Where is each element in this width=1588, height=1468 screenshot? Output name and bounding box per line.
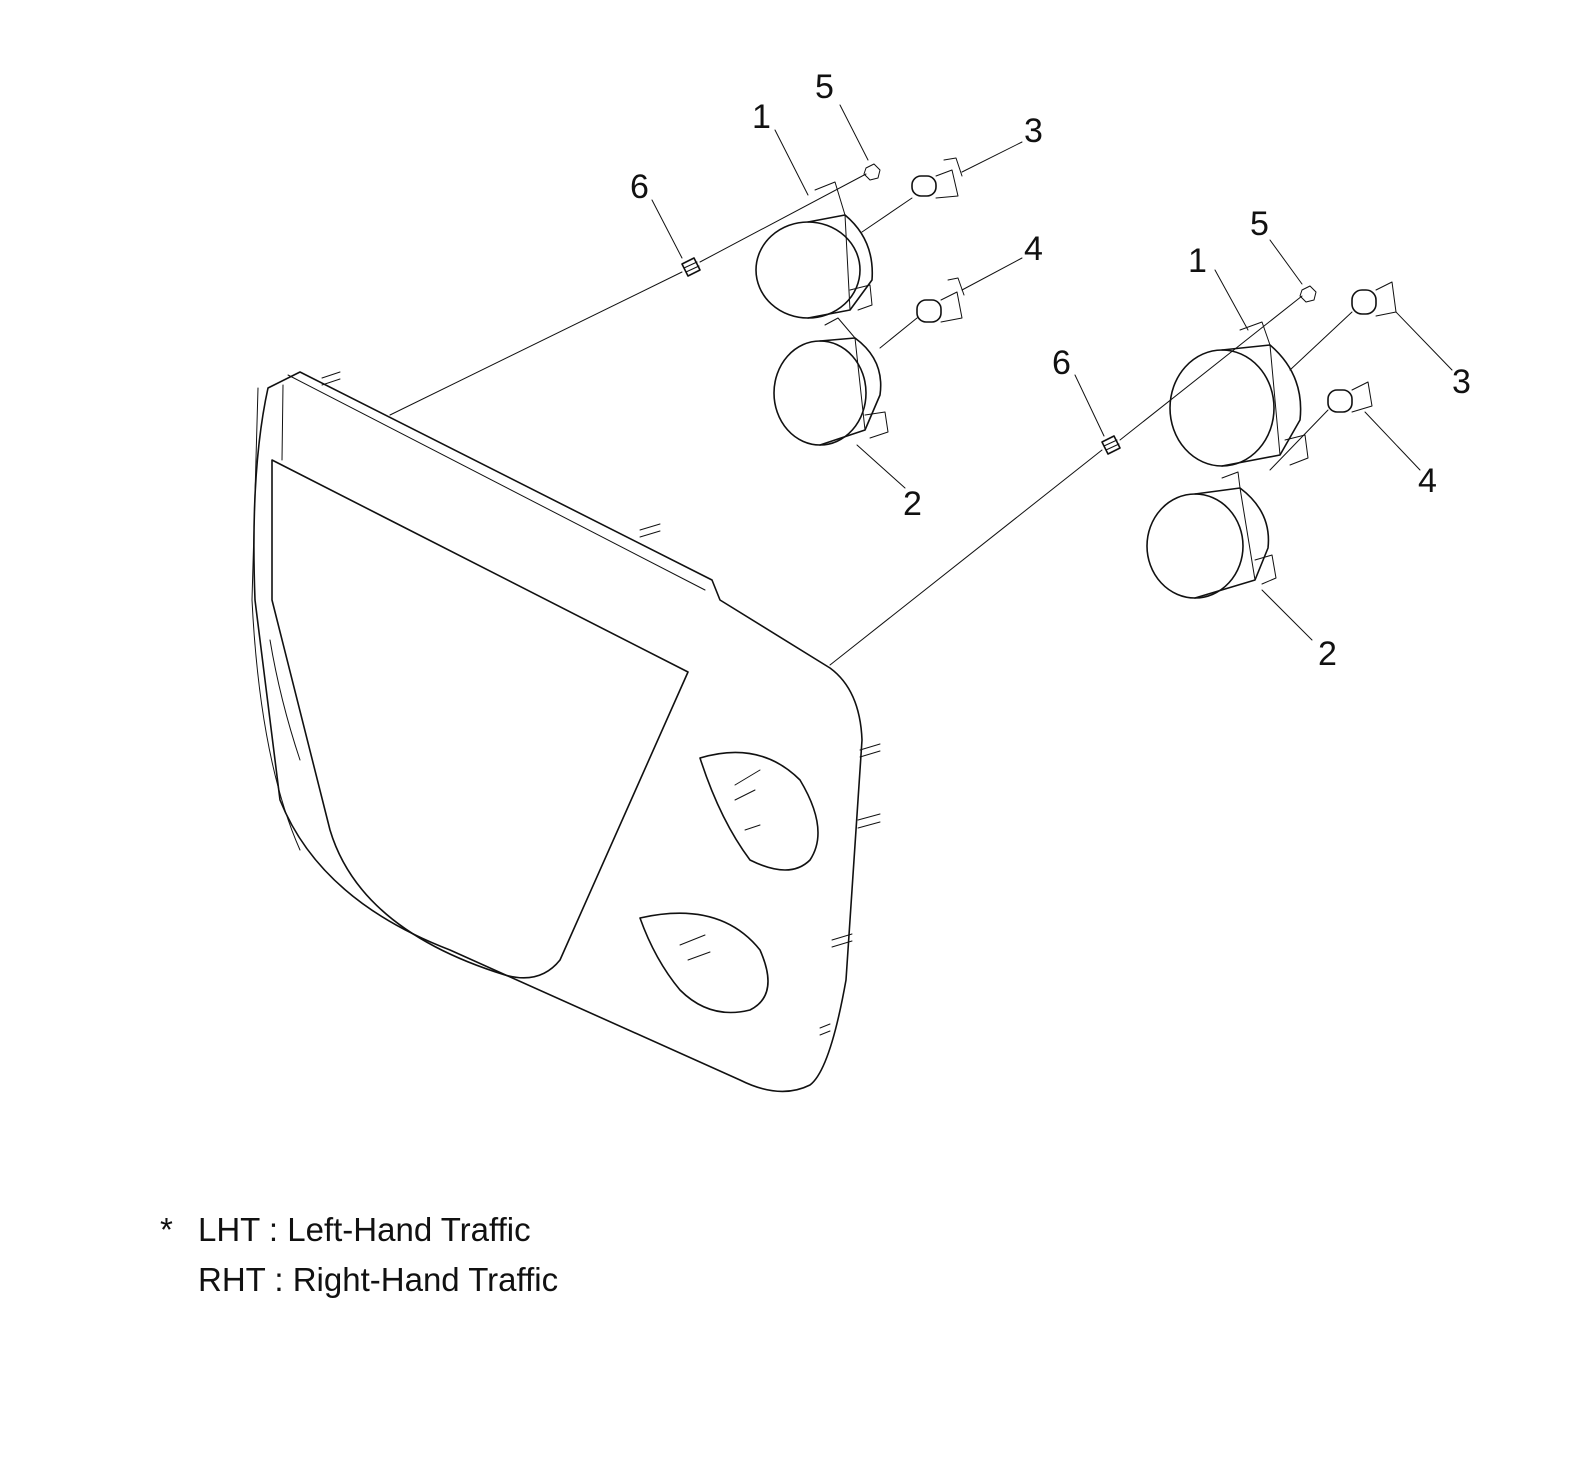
nut-5-left xyxy=(863,163,881,181)
callout-4-left: 4 xyxy=(1024,230,1043,268)
callout-2-left: 2 xyxy=(903,485,922,523)
lamp-unit-2-left xyxy=(773,317,889,446)
lamp-unit-2-right xyxy=(1146,471,1277,599)
callout-4-right: 4 xyxy=(1418,462,1437,500)
callout-3-left: 3 xyxy=(1024,112,1043,150)
traffic-legend: * LHT : Left-Hand Traffic RHT : Right-Han… xyxy=(160,1205,558,1305)
headlamp-housing xyxy=(251,371,881,1093)
bulb-4-right xyxy=(1327,381,1373,413)
callout-3-right: 3 xyxy=(1452,363,1471,401)
leader-lines-left xyxy=(389,104,1023,489)
legend-lht: LHT : Left-Hand Traffic xyxy=(198,1211,531,1248)
callouts-right: 5 1 6 3 4 2 xyxy=(1052,205,1471,673)
callout-1-right: 1 xyxy=(1188,242,1207,280)
legend-row-lht: * LHT : Left-Hand Traffic xyxy=(160,1205,558,1255)
callout-5-right: 5 xyxy=(1250,205,1269,243)
lamp-unit-1-right xyxy=(1169,321,1309,467)
legend-row-rht: RHT : Right-Hand Traffic xyxy=(160,1255,558,1305)
lamp-unit-1-left xyxy=(755,181,874,319)
legend-rht: RHT : Right-Hand Traffic xyxy=(198,1261,559,1298)
callout-1-left: 1 xyxy=(752,98,771,136)
legend-asterisk: * xyxy=(160,1211,173,1248)
spring-6-left xyxy=(681,257,701,277)
callout-6-right: 6 xyxy=(1052,344,1071,382)
callout-5-left: 5 xyxy=(815,68,834,106)
callout-6-left: 6 xyxy=(630,168,649,206)
bulb-4-left xyxy=(916,277,965,323)
spring-6-right xyxy=(1101,435,1121,455)
bulb-3-left xyxy=(911,157,963,199)
bulb-3-right xyxy=(1351,281,1397,317)
nut-5-right xyxy=(1299,285,1317,303)
callout-2-right: 2 xyxy=(1318,635,1337,673)
callouts-left: 1 5 3 6 4 2 xyxy=(630,68,1043,523)
leader-lines-right xyxy=(829,239,1453,666)
